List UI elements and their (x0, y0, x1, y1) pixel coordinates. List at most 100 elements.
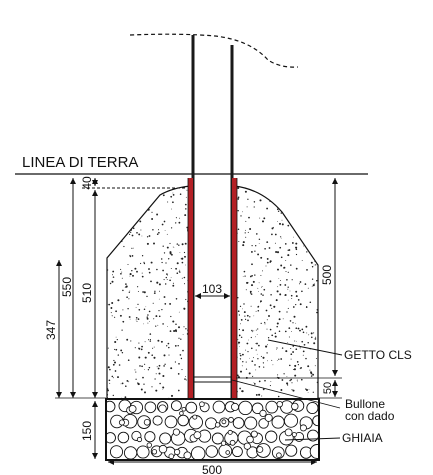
concrete-speckle (314, 338, 317, 340)
concrete-speckle (178, 362, 180, 365)
gravel-pebble (244, 416, 258, 430)
concrete-speckle (258, 393, 261, 396)
concrete-speckle (118, 189, 121, 191)
concrete-speckle (150, 188, 152, 190)
concrete-speckle (295, 290, 298, 293)
concrete-speckle (172, 194, 175, 196)
concrete-speckle (166, 279, 168, 280)
concrete-speckle (290, 347, 292, 350)
concrete-speckle (257, 306, 259, 308)
concrete-speckle (162, 269, 164, 272)
concrete-speckle (143, 262, 146, 265)
concrete-speckle (259, 217, 261, 219)
gravel-pebble-small (276, 452, 282, 459)
concrete-speckle (178, 337, 180, 339)
concrete-speckle (273, 305, 276, 308)
concrete-speckle (311, 205, 314, 208)
dim-gravel-height: 150 (80, 421, 94, 441)
concrete-speckle (245, 236, 247, 238)
concrete-speckle (138, 347, 141, 350)
concrete-speckle (185, 298, 187, 301)
concrete-speckle (111, 375, 114, 378)
concrete-speckle (303, 343, 306, 346)
concrete-speckle (240, 319, 243, 321)
concrete-speckle (278, 278, 280, 280)
concrete-speckle (107, 193, 108, 195)
concrete-speckle (197, 269, 199, 270)
concrete-speckle (313, 283, 315, 285)
concrete-speckle (277, 210, 280, 213)
concrete-speckle (110, 234, 112, 236)
concrete-speckle (310, 228, 313, 231)
concrete-speckle (161, 308, 163, 311)
concrete-speckle (248, 216, 250, 219)
concrete-speckle (112, 274, 113, 276)
gravel-pebble-small (229, 439, 236, 446)
concrete-speckle (107, 347, 109, 349)
concrete-speckle (148, 321, 150, 322)
concrete-speckle (149, 340, 152, 342)
concrete-speckle (117, 299, 120, 302)
concrete-speckle (161, 223, 164, 226)
concrete-speckle (295, 327, 298, 330)
concrete-speckle (200, 219, 202, 222)
concrete-speckle (161, 261, 163, 264)
concrete-speckle (172, 284, 175, 287)
concrete-speckle (136, 231, 138, 234)
concrete-speckle (299, 196, 302, 198)
concrete-speckle (256, 334, 258, 335)
concrete-speckle (218, 364, 220, 366)
concrete-speckle (140, 388, 143, 391)
gravel-pebble (231, 446, 243, 458)
concrete-speckle (112, 270, 115, 273)
concrete-speckle (279, 246, 282, 249)
concrete-speckle (242, 276, 244, 277)
concrete-speckle (113, 244, 114, 246)
concrete-speckle (263, 188, 265, 191)
concrete-speckle (218, 385, 220, 388)
concrete-speckle (307, 341, 309, 344)
gravel-pebble (205, 417, 218, 430)
concrete-speckle (126, 338, 129, 341)
concrete-speckle (172, 186, 173, 187)
concrete-speckle (143, 192, 146, 194)
concrete-speckle (259, 199, 262, 202)
concrete-speckle (286, 384, 289, 386)
concrete-speckle (276, 322, 279, 325)
concrete-speckle (117, 204, 119, 206)
concrete-speckle (227, 313, 229, 315)
concrete-speckle (154, 290, 156, 292)
concrete-speckle (122, 205, 123, 207)
concrete-speckle (207, 369, 209, 371)
concrete-speckle (286, 191, 289, 194)
concrete-speckle (199, 370, 201, 373)
concrete-speckle (196, 385, 198, 387)
gravel-pebble-small (183, 451, 192, 459)
concrete-speckle (143, 383, 145, 385)
concrete-speckle (185, 208, 187, 210)
concrete-speckle (289, 290, 291, 292)
concrete-speckle (131, 247, 133, 249)
concrete-speckle (168, 354, 170, 356)
concrete-speckle (147, 208, 150, 211)
concrete-speckle (305, 388, 309, 392)
concrete-speckle (284, 284, 287, 286)
concrete-speckle (211, 304, 213, 306)
concrete-speckle (306, 269, 308, 271)
concrete-speckle (126, 379, 129, 382)
concrete-speckle (244, 315, 246, 317)
concrete-speckle (111, 217, 113, 219)
concrete-speckle (251, 186, 254, 187)
concrete-speckle (258, 238, 261, 241)
concrete-speckle (263, 217, 266, 220)
concrete-speckle (196, 225, 198, 227)
concrete-speckle (291, 389, 293, 391)
concrete-speckle (309, 369, 311, 371)
concrete-speckle (247, 198, 249, 200)
concrete-speckle (146, 189, 148, 191)
concrete-speckle (277, 374, 279, 376)
concrete-speckle (122, 289, 124, 292)
concrete-speckle (295, 267, 298, 270)
concrete-speckle (224, 241, 226, 243)
concrete-speckle (244, 318, 247, 321)
